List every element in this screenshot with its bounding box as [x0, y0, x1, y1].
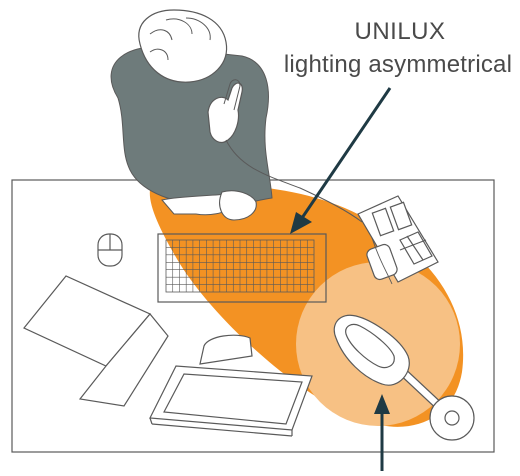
- mouse-icon: [98, 234, 122, 266]
- brand-label: UNILUX: [300, 20, 500, 44]
- subtitle-label: lighting asymmetrical: [278, 53, 518, 77]
